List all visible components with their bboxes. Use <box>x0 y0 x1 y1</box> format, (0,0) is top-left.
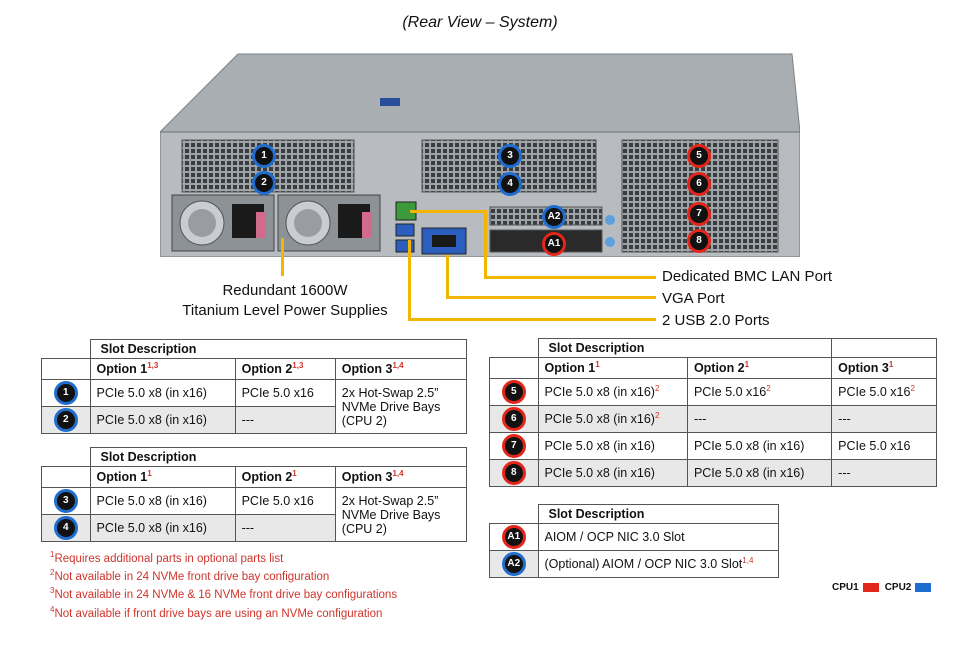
table-cell: --- <box>234 514 336 542</box>
slot-badge-4: 4 <box>498 172 522 196</box>
table-cell: PCIe 5.0 x8 (in x16)2 <box>537 405 688 433</box>
cpu-legend: CPU1 CPU2 <box>832 582 937 593</box>
table-row: 5 PCIe 5.0 x8 (in x16)2 PCIe 5.0 x162 PC… <box>489 378 937 406</box>
option-2-header: Option 21,3 <box>234 358 336 380</box>
slot-badge-6: 6 <box>687 172 711 196</box>
legend-cpu1-label: CPU1 <box>832 582 859 593</box>
table-cell: (Optional) AIOM / OCP NIC 3.0 Slot1,4 <box>537 550 779 578</box>
vga-callout-line-v <box>446 255 449 298</box>
table-row: 3 PCIe 5.0 x8 (in x16) PCIe 5.0 x16 2x H… <box>41 487 468 542</box>
table-row: 1 PCIe 5.0 x8 (in x16) PCIe 5.0 x16 2x H… <box>41 379 468 434</box>
slot-table-5-8: Slot Description Option 11 Option 21 Opt… <box>489 338 937 487</box>
table-cell: --- <box>234 406 336 434</box>
legend-cpu2-label: CPU2 <box>884 582 912 593</box>
table-cell: PCIe 5.0 x16 <box>234 487 336 515</box>
table-cell: PCIe 5.0 x8 (in x16)2 <box>537 378 688 406</box>
option-2-header: Option 21 <box>234 466 336 488</box>
option-1-header: Option 11,3 <box>89 358 236 380</box>
slot-badge-a1: A1 <box>542 232 566 256</box>
slot-badge-8: 8 <box>501 461 526 485</box>
table-row: 4 PCIe 5.0 x8 (in x16) --- <box>41 514 467 542</box>
table-row: A2 (Optional) AIOM / OCP NIC 3.0 Slot1,4 <box>489 550 779 578</box>
table-cell: --- <box>831 459 937 487</box>
table-row: 8 PCIe 5.0 x8 (in x16) PCIe 5.0 x8 (in x… <box>489 459 937 487</box>
table-row: 2 PCIe 5.0 x8 (in x16) --- <box>41 406 467 434</box>
option-3-header: Option 31,4 <box>334 466 468 488</box>
footnote-1: 1Requires additional parts in optional p… <box>50 550 284 565</box>
table-cell: PCIe 5.0 x8 (in x16) <box>89 406 236 434</box>
psu-callout-line <box>281 238 284 276</box>
slot-badge-7: 7 <box>501 434 526 458</box>
bmc-callout-label: Dedicated BMC LAN Port <box>662 268 833 285</box>
slot-badge-7: 7 <box>687 202 711 226</box>
slot-badge-2: 2 <box>53 408 78 432</box>
table-cell: PCIe 5.0 x8 (in x16) <box>537 459 688 487</box>
slot-table-aiom: Slot Description A1 AIOM / OCP NIC 3.0 S… <box>489 504 779 578</box>
slot-table-1-2: Slot Description Option 11,3 Option 21,3… <box>41 339 468 434</box>
table-cell: PCIe 5.0 x162 <box>831 378 937 406</box>
table-cell: PCIe 5.0 x16 <box>234 379 336 407</box>
vga-callout-line-h <box>446 296 656 299</box>
vga-callout-label: VGA Port <box>662 290 725 307</box>
table-cell: PCIe 5.0 x8 (in x16) <box>686 459 833 487</box>
bmc-callout-line-top <box>410 210 487 213</box>
table-header: Slot Description <box>537 504 779 524</box>
table-row: A1 AIOM / OCP NIC 3.0 Slot <box>489 523 779 551</box>
table-header: Slot Description <box>89 447 467 467</box>
slot-badge-5: 5 <box>687 144 711 168</box>
slot-badge-4: 4 <box>53 516 78 540</box>
option-1-header: Option 11 <box>89 466 236 488</box>
option-3-header: Option 31,4 <box>334 358 468 380</box>
table-row: 7 PCIe 5.0 x8 (in x16) PCIe 5.0 x8 (in x… <box>489 432 937 460</box>
legend-cpu2-swatch <box>915 582 932 592</box>
slot-badge-5: 5 <box>501 380 526 404</box>
table-cell-option3: 2x Hot-Swap 2.5”NVMe Drive Bays(CPU 2) <box>334 379 468 434</box>
slot-badge-3: 3 <box>53 489 78 513</box>
bmc-callout-line-v <box>484 210 487 278</box>
slot-badge-a2: A2 <box>542 205 566 229</box>
usb-callout-line-h <box>408 318 656 321</box>
slot-badge-1: 1 <box>53 381 78 405</box>
table-cell: PCIe 5.0 x8 (in x16) <box>537 432 688 460</box>
legend-cpu1-swatch <box>862 582 879 592</box>
table-cell: PCIe 5.0 x8 (in x16) <box>89 514 236 542</box>
option-3-header: Option 31 <box>831 357 937 379</box>
table-row: 6 PCIe 5.0 x8 (in x16)2 --- --- <box>489 405 937 433</box>
footnote-2: 2Not available in 24 NVMe front drive ba… <box>50 568 330 583</box>
table-cell: AIOM / OCP NIC 3.0 Slot <box>537 523 779 551</box>
bmc-callout-line-h <box>484 276 656 279</box>
table-cell: --- <box>831 405 937 433</box>
slot-badge-2: 2 <box>252 171 276 195</box>
table-header: Slot Description <box>537 338 833 358</box>
psu-callout-line2: Titanium Level Power Supplies <box>182 302 388 319</box>
usb-callout-line-v <box>408 240 411 320</box>
table-cell: PCIe 5.0 x8 (in x16) <box>89 487 236 515</box>
slot-badge-3: 3 <box>498 144 522 168</box>
option-1-header: Option 11 <box>537 357 688 379</box>
slot-badge-8: 8 <box>687 229 711 253</box>
slot-badge-1: 1 <box>252 144 276 168</box>
slot-badge-a1: A1 <box>501 525 526 549</box>
table-cell: PCIe 5.0 x8 (in x16) <box>89 379 236 407</box>
table-cell: PCIe 5.0 x16 <box>831 432 937 460</box>
figure-title: (Rear View – System) <box>402 14 558 31</box>
slot-badge-a2: A2 <box>501 552 526 576</box>
option-2-header: Option 21 <box>686 357 833 379</box>
usb-callout-label: 2 USB 2.0 Ports <box>662 312 770 329</box>
footnote-4: 4Not available if front drive bays are u… <box>50 605 383 620</box>
slot-table-3-4: Slot Description Option 11 Option 21 Opt… <box>41 447 468 542</box>
slot-badge-6: 6 <box>501 407 526 431</box>
psu-callout-label: Redundant 1600W Titanium Level Power Sup… <box>160 281 410 321</box>
table-header: Slot Description <box>89 339 467 359</box>
psu-callout-line1: Redundant 1600W <box>222 282 348 299</box>
footnote-3: 3Not available in 24 NVMe & 16 NVMe fron… <box>50 586 398 601</box>
table-cell: PCIe 5.0 x162 <box>686 378 833 406</box>
table-cell: PCIe 5.0 x8 (in x16) <box>686 432 833 460</box>
table-cell-option3: 2x Hot-Swap 2.5”NVMe Drive Bays(CPU 2) <box>334 487 468 542</box>
table-cell: --- <box>686 405 833 433</box>
